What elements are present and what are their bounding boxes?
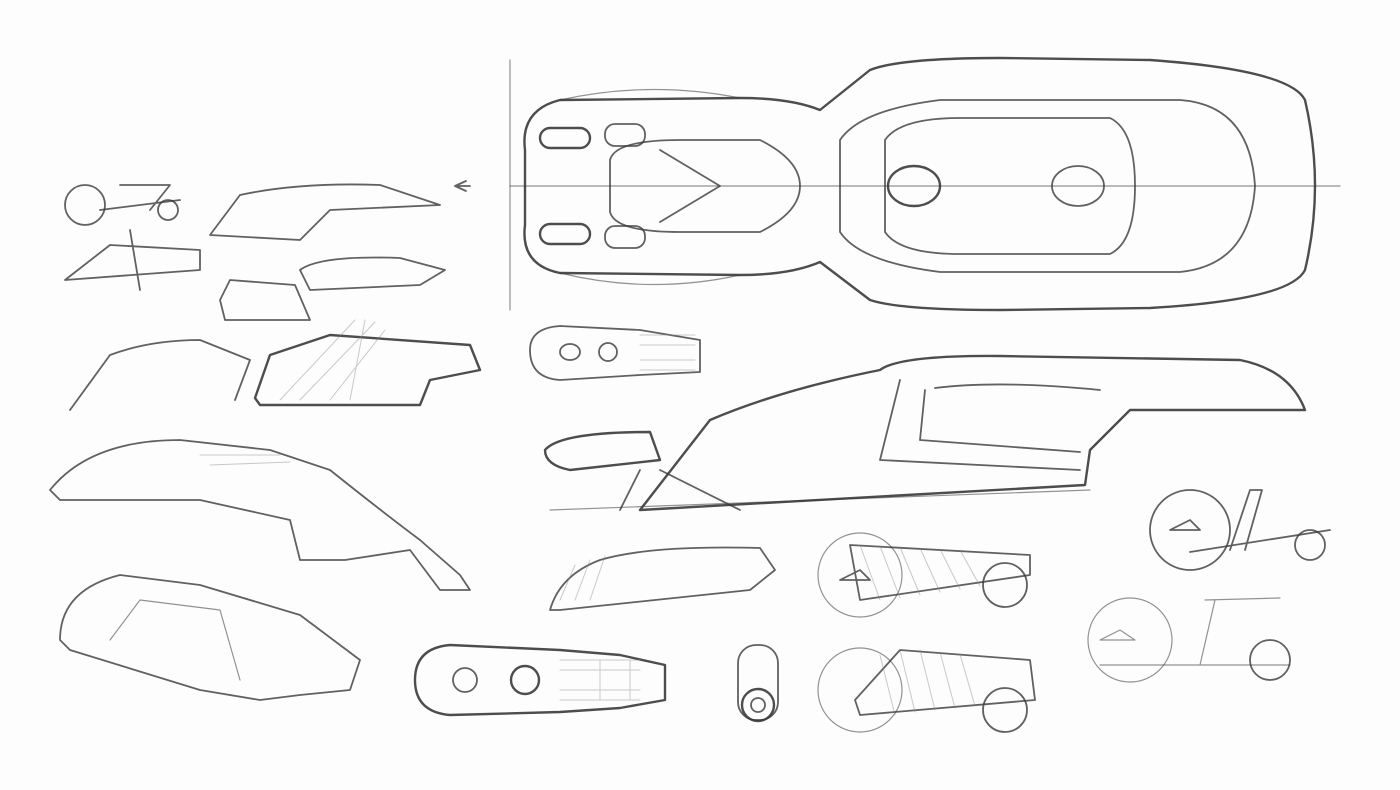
cylinder-study [737, 644, 779, 723]
small-top-view-bottom [413, 643, 667, 717]
top-view-main-vehicle [454, 56, 1341, 312]
canopy-studies-left [49, 183, 776, 701]
small-top-view-top [529, 325, 701, 381]
side-view-main-vehicle [543, 354, 1307, 512]
wheel-studies-right [817, 489, 1331, 733]
wheel-studies-left [64, 184, 201, 291]
